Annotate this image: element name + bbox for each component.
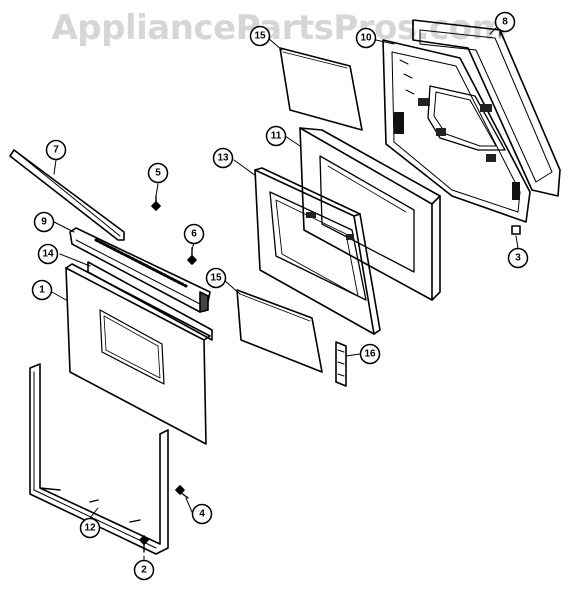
part-11-door-liner [299, 127, 441, 301]
callout-circle-12 [79, 517, 101, 539]
watermark-text: AppliancePartsPros.com [51, 8, 507, 48]
part-13-door-frame [254, 167, 381, 335]
callout-circle-10 [355, 27, 377, 49]
callout-circle-14 [37, 243, 59, 265]
callout-circle-3 [507, 247, 529, 269]
callout-circle-7 [45, 139, 67, 161]
leader-lines [51, 25, 519, 563]
callout-circle-15-low [205, 267, 227, 289]
callout-1: 1 [39, 285, 45, 296]
callout-10: 10 [360, 33, 372, 44]
part-10-inner-frame [382, 39, 531, 223]
callout-circle-11 [265, 125, 287, 147]
callout-circle-16 [359, 343, 381, 365]
part-7-handle [9, 149, 125, 241]
part-2-screw [139, 535, 149, 553]
part-1-outer-door [65, 263, 211, 445]
callout-4: 4 [199, 509, 205, 520]
callout-circle-9 [33, 211, 55, 233]
callout-circle-6 [183, 223, 205, 245]
callout-circle-1 [31, 279, 53, 301]
callout-8: 8 [502, 17, 508, 28]
part-8-outer-panel [412, 19, 561, 197]
part-14-trim [87, 261, 213, 341]
callout-circle-15-top [249, 25, 271, 47]
part-4-screw [175, 485, 189, 499]
callout-labels: 15 8 10 11 13 3 5 6 7 9 14 14 1 15 16 12… [39, 17, 521, 576]
callout-5: 5 [155, 168, 161, 179]
part-15-lower-glass [236, 289, 323, 373]
part-16-bracket [335, 341, 347, 387]
callout-11: 11 [271, 131, 282, 142]
callout-2: 2 [141, 565, 147, 576]
callout-circle-4 [191, 503, 213, 525]
callout-circle-2 [133, 559, 155, 581]
part-5-screw [151, 195, 161, 211]
callout-16: 16 [364, 349, 376, 360]
callout-3: 3 [515, 253, 521, 264]
callout-15-top: 15 [254, 31, 266, 42]
callout-6: 6 [191, 229, 197, 240]
callout-circles [31, 11, 529, 581]
callout-9: 9 [41, 217, 47, 228]
callout-circle-8 [494, 11, 516, 33]
callout-14-text: 14 [42, 249, 54, 260]
part-9-vent [69, 227, 211, 313]
callout-circle-13 [212, 147, 234, 169]
callout-13: 13 [217, 153, 229, 164]
callout-circle-5 [147, 162, 169, 184]
callout-12: 12 [84, 523, 96, 534]
callout-15-low: 15 [210, 273, 222, 284]
callout-7: 7 [53, 145, 59, 156]
part-3-clip [511, 225, 521, 235]
part-15-upper-glass [279, 47, 363, 131]
